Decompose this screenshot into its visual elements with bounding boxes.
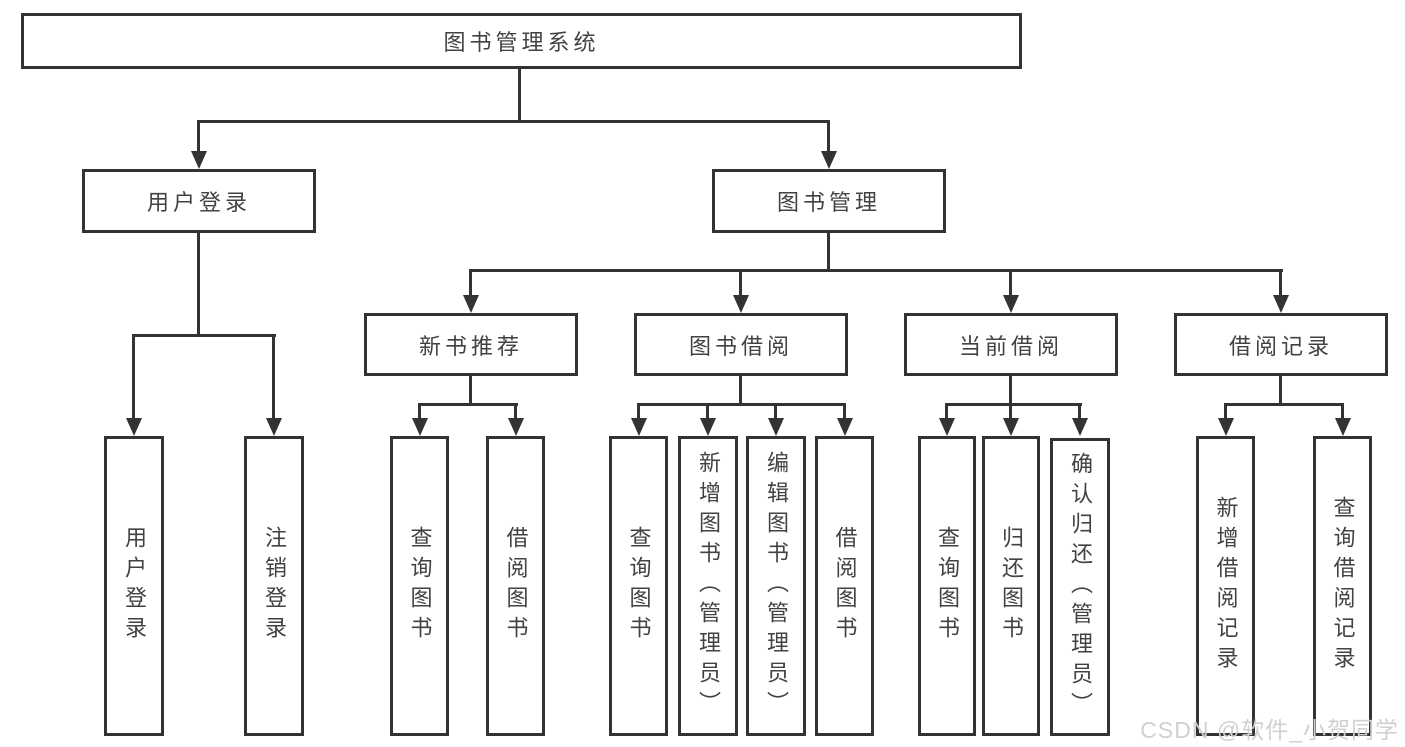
leaf-logout: 注销登录 (244, 436, 304, 736)
leaf-logout-label: 注销登录 (262, 526, 287, 646)
arrowhead-down (1003, 295, 1019, 313)
node-borrowing-records: 借阅记录 (1174, 313, 1388, 376)
connector-vline (1341, 406, 1344, 418)
arrowhead-down (1003, 418, 1019, 436)
connector-hline (469, 269, 1283, 272)
node-user-login-label: 用户登录 (146, 190, 251, 215)
leaf-query-borrow-record-label: 查询借阅记录 (1330, 496, 1356, 676)
node-book-management: 图书管理 (712, 169, 946, 233)
connector-vline (418, 406, 421, 418)
connector-vline (827, 123, 830, 151)
connector-vline (827, 233, 830, 272)
connector-vline (739, 272, 742, 295)
connector-hline (197, 120, 830, 123)
node-current-borrowing: 当前借阅 (904, 313, 1118, 376)
leaf-edit-books-admin: 编辑图书（管理员） (746, 436, 806, 736)
leaf-query-books-recommend-label: 查询图书 (407, 526, 433, 646)
connector-vline (1009, 406, 1012, 418)
node-book-borrowing-label: 图书借阅 (688, 333, 793, 359)
connector-vline (739, 376, 742, 403)
leaf-query-books-current-label: 查询图书 (935, 526, 960, 646)
connector-vline (518, 69, 521, 120)
leaf-add-books-admin-label: 新增图书（管理员） (696, 451, 721, 721)
connector-vline (132, 337, 135, 418)
leaf-add-borrow-record: 新增借阅记录 (1196, 436, 1255, 736)
connector-vline (1009, 272, 1012, 295)
connector-vline (197, 233, 200, 334)
node-book-management-label: 图书管理 (776, 190, 881, 215)
connector-hline (637, 403, 846, 406)
connector-vline (637, 406, 640, 418)
leaf-confirm-return-admin-label: 确认归还（管理员） (1068, 452, 1093, 722)
arrowhead-down (1072, 418, 1088, 436)
connector-vline (469, 272, 472, 295)
connector-hline (418, 403, 518, 406)
leaf-return-books-label: 归还图书 (999, 526, 1024, 646)
node-user-login: 用户登录 (82, 169, 316, 233)
arrowhead-down (508, 418, 524, 436)
connector-hline (132, 334, 276, 337)
leaf-query-books-recommend: 查询图书 (390, 436, 449, 736)
leaf-edit-books-admin-label: 编辑图书（管理员） (764, 451, 789, 721)
arrowhead-down (768, 418, 784, 436)
arrowhead-down (412, 418, 428, 436)
connector-vline (945, 406, 948, 418)
leaf-query-borrow-record: 查询借阅记录 (1313, 436, 1372, 736)
leaf-add-borrow-record-label: 新增借阅记录 (1213, 496, 1239, 676)
connector-vline (1009, 376, 1012, 403)
connector-vline (1279, 272, 1282, 295)
node-borrowing-records-label: 借阅记录 (1228, 333, 1333, 359)
leaf-add-books-admin: 新增图书（管理员） (678, 436, 738, 736)
node-current-borrowing-label: 当前借阅 (958, 333, 1063, 359)
connector-vline (1224, 406, 1227, 418)
leaf-user-login: 用户登录 (104, 436, 164, 736)
node-root: 图书管理系统 (21, 13, 1022, 69)
leaf-borrow-books-recommend: 借阅图书 (486, 436, 545, 736)
leaf-confirm-return-admin: 确认归还（管理员） (1050, 438, 1110, 736)
arrowhead-down (631, 418, 647, 436)
watermark-text: CSDN @软件_小贺同学 (1140, 717, 1399, 743)
arrowhead-down (266, 418, 282, 436)
connector-vline (272, 337, 275, 418)
arrowhead-down (126, 418, 142, 436)
leaf-return-books: 归还图书 (982, 436, 1040, 736)
arrowhead-down (733, 295, 749, 313)
node-new-book-recommend-label: 新书推荐 (418, 333, 523, 359)
connector-vline (706, 406, 709, 418)
arrowhead-down (463, 295, 479, 313)
arrowhead-down (821, 151, 837, 169)
arrowhead-down (1335, 418, 1351, 436)
connector-vline (197, 123, 200, 151)
leaf-query-books-borrowing: 查询图书 (609, 436, 668, 736)
arrowhead-down (837, 418, 853, 436)
connector-vline (514, 406, 517, 418)
node-new-book-recommend: 新书推荐 (364, 313, 578, 376)
node-book-borrowing: 图书借阅 (634, 313, 848, 376)
leaf-user-login-label: 用户登录 (122, 526, 147, 646)
leaf-borrow-books-recommend-label: 借阅图书 (503, 526, 529, 646)
leaf-query-books-borrowing-label: 查询图书 (626, 526, 652, 646)
leaf-borrow-books-borrowing-label: 借阅图书 (832, 526, 858, 646)
arrowhead-down (191, 151, 207, 169)
leaf-borrow-books-borrowing: 借阅图书 (815, 436, 874, 736)
leaf-query-books-current: 查询图书 (918, 436, 976, 736)
connector-vline (469, 376, 472, 403)
arrowhead-down (939, 418, 955, 436)
node-root-label: 图书管理系统 (443, 30, 600, 55)
connector-vline (843, 406, 846, 418)
connector-vline (1279, 376, 1282, 403)
connector-hline (945, 403, 1082, 406)
arrowhead-down (700, 418, 716, 436)
connector-hline (1224, 403, 1344, 406)
connector-vline (774, 406, 777, 418)
arrowhead-down (1273, 295, 1289, 313)
arrowhead-down (1218, 418, 1234, 436)
connector-vline (1078, 406, 1081, 418)
